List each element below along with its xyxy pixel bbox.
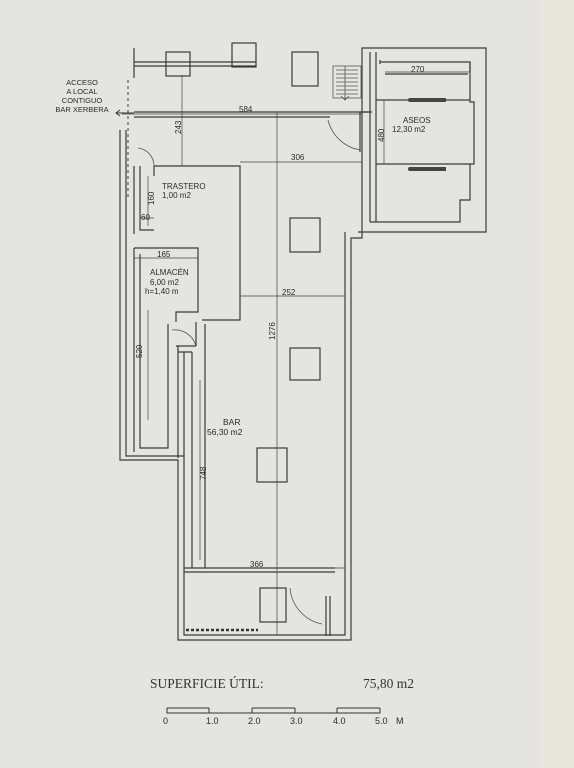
fixture-2	[410, 167, 446, 171]
column-1	[289, 217, 321, 253]
access-note-line-2: A LOCAL	[66, 87, 97, 96]
walls	[119, 42, 487, 641]
dim-480: 480	[377, 128, 386, 142]
surface-summary: SUPERFICIE ÚTIL: 75,80 m2	[150, 676, 420, 692]
window-box-3	[291, 51, 319, 87]
scale-tick-1: 1.0	[206, 716, 219, 726]
aseos-area: 12,30 m2	[392, 125, 426, 134]
dim-584: 584	[239, 105, 253, 114]
bar-area: 56,30 m2	[207, 427, 243, 437]
scale-unit: M	[396, 716, 404, 726]
aseos-name: ASEOS	[403, 116, 431, 125]
access-arrow	[115, 109, 134, 117]
aseos-door-swing	[327, 119, 361, 151]
surface-label: SUPERFICIE ÚTIL:	[150, 676, 264, 691]
access-note-line-3: CONTIGUO	[62, 96, 103, 105]
room-labels: TRASTERO 1,00 m2 ALMACÉN 6,00 m2 h=1,40 …	[145, 116, 431, 437]
almacen-height: h=1,40 m	[145, 287, 179, 296]
dim-160: 160	[147, 191, 156, 205]
paper-edge	[540, 0, 574, 768]
fixture-1	[410, 98, 446, 102]
dim-165: 165	[157, 250, 171, 259]
trastero-door-swing	[137, 147, 155, 167]
scale-tick-5: 5.0	[375, 716, 388, 726]
dim-520: 520	[135, 344, 144, 358]
entrance-door-swing	[289, 587, 323, 625]
almacen-area: 6,00 m2	[150, 278, 179, 287]
dim-60: 60	[141, 213, 150, 222]
dim-270: 270	[411, 65, 425, 74]
access-note: ACCESO A LOCAL CONTIGUO BAR XERBERA	[55, 78, 108, 114]
dim-366: 366	[250, 560, 264, 569]
scale-tick-0: 0	[163, 716, 168, 726]
dim-306: 306	[291, 153, 305, 162]
entrance-pillar	[259, 587, 287, 623]
almacen-door-swing	[171, 329, 197, 347]
trastero-name: TRASTERO	[162, 182, 206, 191]
column-3	[256, 447, 288, 483]
dim-1276: 1276	[268, 322, 277, 340]
almacen-name: ALMACÉN	[150, 268, 189, 277]
access-note-line-1: ACCESO	[66, 78, 98, 87]
dimension-lines	[122, 71, 470, 635]
dim-243: 243	[174, 120, 183, 134]
scale-tick-3: 3.0	[290, 716, 303, 726]
window-box-2	[231, 42, 257, 68]
trastero-area: 1,00 m2	[162, 191, 191, 200]
stairs	[332, 65, 362, 101]
scale-tick-2: 2.0	[248, 716, 261, 726]
dim-748: 748	[199, 466, 208, 480]
column-2	[289, 347, 321, 381]
scale-tick-4: 4.0	[333, 716, 346, 726]
scale-bar: 0 1.0 2.0 3.0 4.0 5.0 M	[163, 707, 404, 726]
dim-252: 252	[282, 288, 296, 297]
bar-name: BAR	[223, 417, 240, 427]
dimension-labels: 584 243 306 160 60 165 252 1276 520 748 …	[135, 65, 425, 569]
access-note-line-4: BAR XERBERA	[55, 105, 108, 114]
window-box-1	[165, 51, 191, 77]
surface-value: 75,80 m2	[362, 676, 414, 691]
